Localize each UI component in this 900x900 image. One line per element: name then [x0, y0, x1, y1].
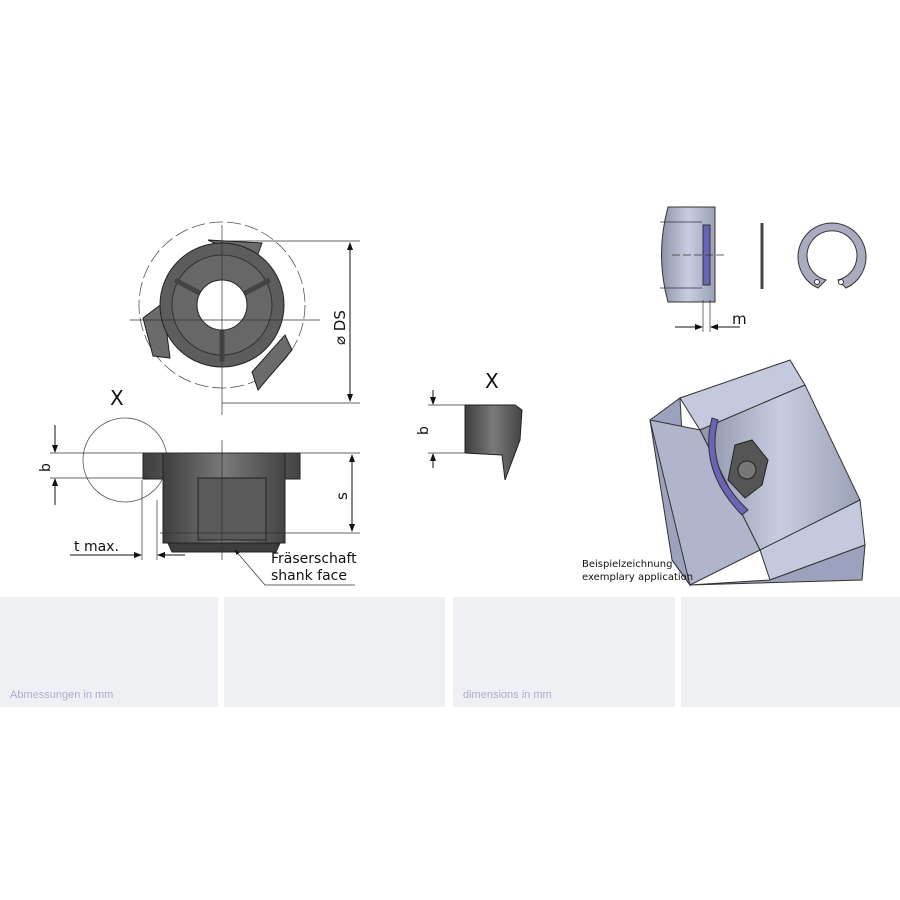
b-label: b	[38, 463, 54, 472]
dimensions-note-en: dimensions in mm	[463, 689, 552, 701]
shank-label-de: Fräserschaft	[271, 551, 357, 567]
caption-de: Beispielzeichnung	[582, 559, 672, 570]
caption-en: exemplary application	[582, 572, 693, 583]
circlip-section: m	[660, 206, 867, 332]
t-max-label: t max.	[74, 539, 119, 555]
dimensions-note-de: Abmessungen in mm	[10, 689, 114, 701]
diameter-label: ⌀ DS	[331, 310, 349, 345]
footer-panel-1: Abmessungen in mm	[0, 597, 218, 707]
shank-label-en: shank face	[271, 568, 347, 584]
detail-marker-x: X	[110, 386, 124, 410]
footer-panel-2	[224, 597, 445, 707]
footer-panel-3: dimensions in mm	[453, 597, 675, 707]
detail-b-label: b	[416, 426, 432, 435]
cutter-top-view: ⌀ DS	[130, 221, 360, 415]
detail-view-x: X b	[416, 369, 523, 481]
s-label: s	[333, 492, 351, 500]
application-3d: Beispielzeichnung exemplary application	[582, 359, 866, 587]
m-label: m	[732, 310, 747, 328]
footer-panel-4	[681, 597, 900, 707]
cutter-side-view: X b s t max. Fräserschaft shank face	[38, 386, 360, 586]
detail-title: X	[485, 369, 499, 393]
